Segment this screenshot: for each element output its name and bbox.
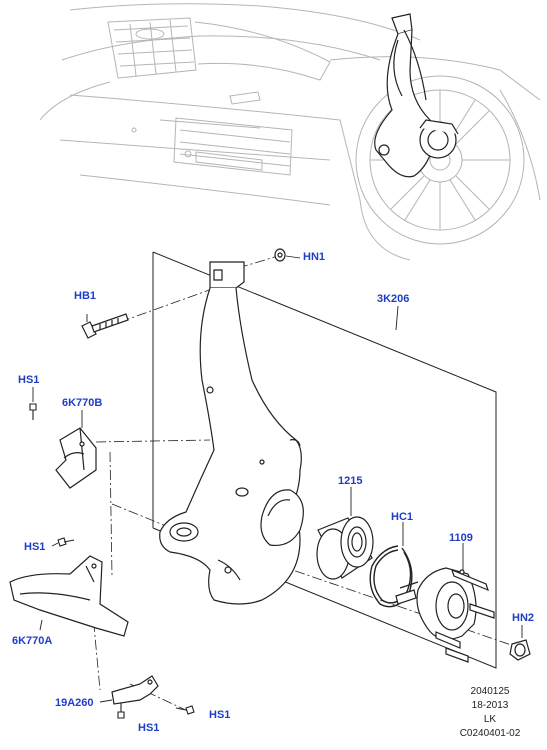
callout-hs1-middle: HS1 xyxy=(24,541,46,553)
callout-hn2: HN2 xyxy=(512,612,535,624)
callout-hb1: HB1 xyxy=(74,290,97,302)
wheel-bearing xyxy=(316,516,374,580)
hub-nut xyxy=(509,639,531,661)
reference-drawing-id: C0240401-02 xyxy=(459,728,521,739)
leader-lines xyxy=(32,305,523,703)
drawing-reference: 2040125 18-2013 LK C0240401-02 xyxy=(445,685,535,741)
circlip xyxy=(369,545,413,608)
pinch-nut xyxy=(274,248,301,262)
callout-hs1-right: HS1 xyxy=(209,709,231,721)
steering-knuckle xyxy=(159,261,304,605)
bracket-lower xyxy=(111,675,159,705)
callout-hs1-upper: HS1 xyxy=(18,374,40,386)
reference-code: LK xyxy=(483,714,497,725)
callout-hc1: HC1 xyxy=(391,511,414,523)
vehicle-outline xyxy=(39,3,541,261)
splash-shield xyxy=(9,555,129,637)
callout-3k206: 3K206 xyxy=(377,293,410,305)
reference-number: 2040125 xyxy=(470,686,510,697)
vehicle-knuckle-highlight xyxy=(374,13,459,178)
assembly-frame xyxy=(152,251,497,669)
callout-6k770a: 6K770A xyxy=(12,635,53,647)
wheel-hub xyxy=(395,567,495,663)
callout-1215: 1215 xyxy=(338,475,363,487)
callout-1109: 1109 xyxy=(449,532,473,544)
callout-19a260: 19A260 xyxy=(55,697,94,709)
reference-date: 18-2013 xyxy=(471,700,509,711)
screws xyxy=(29,403,195,719)
pinch-bolt xyxy=(81,313,129,339)
callout-6k770b: 6K770B xyxy=(62,397,103,409)
callout-hn1: HN1 xyxy=(303,251,326,263)
callout-hs1-bottom: HS1 xyxy=(138,722,160,734)
bracket-upper xyxy=(55,427,97,489)
